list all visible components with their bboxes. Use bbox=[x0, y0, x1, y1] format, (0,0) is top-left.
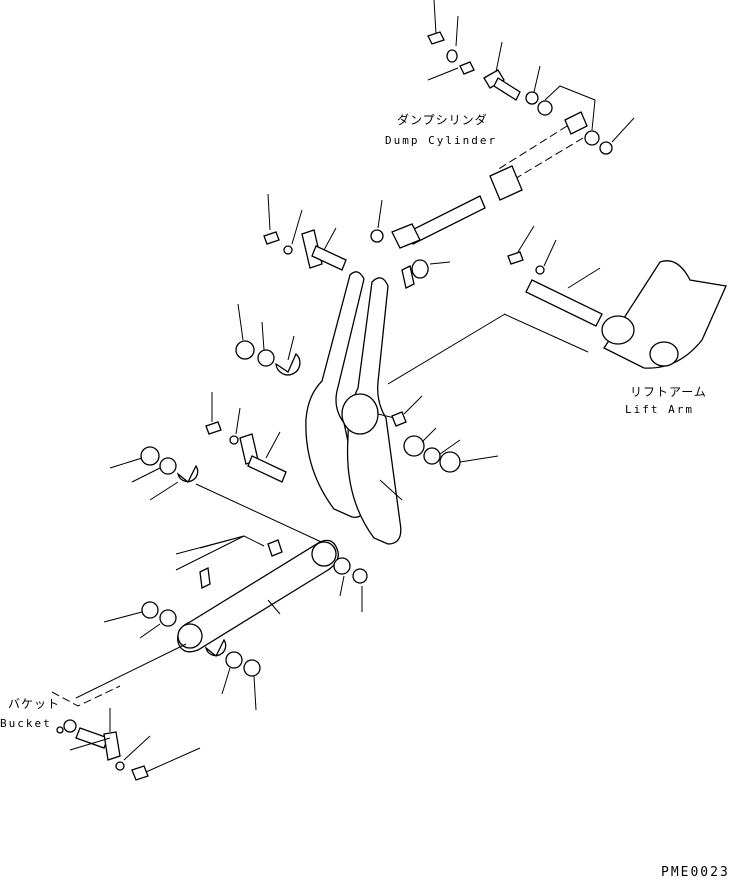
bushing-top-a bbox=[525, 91, 539, 105]
shim-right bbox=[439, 451, 461, 473]
washer-top-c bbox=[599, 141, 613, 155]
lift-arm bbox=[503, 225, 727, 369]
shim-ll-c bbox=[243, 659, 261, 677]
shim-ul bbox=[235, 340, 255, 360]
bushing-ul-a bbox=[257, 349, 275, 367]
bushing-top-b bbox=[537, 100, 553, 116]
bushing-l-a bbox=[159, 457, 177, 475]
bolt-lift bbox=[507, 251, 524, 265]
bushing-right-a bbox=[403, 435, 425, 457]
dump-cylinder-label-en: Dump Cylinder bbox=[385, 134, 498, 147]
bushing-stack-left bbox=[109, 446, 331, 547]
pin-top bbox=[493, 77, 521, 101]
bell-crank bbox=[305, 271, 506, 545]
pin-lower bbox=[247, 455, 287, 483]
bellcrank-lower-pin-group bbox=[205, 392, 499, 483]
bucket-label-jp: バケット bbox=[8, 697, 61, 711]
connecting-link bbox=[175, 535, 368, 653]
bushing-stack-upper-left bbox=[235, 303, 301, 376]
bucket-pin-group bbox=[51, 643, 201, 781]
bell-crank-boss bbox=[341, 393, 379, 435]
bucket-pin bbox=[75, 727, 109, 749]
bushing-stack-lower bbox=[103, 601, 261, 711]
bushing-ll-a bbox=[159, 609, 177, 627]
bushing-ul-b bbox=[275, 352, 301, 376]
lift-arm-label-en: Lift Arm bbox=[625, 403, 694, 416]
dump-cylinder-pin-group bbox=[427, 0, 635, 155]
bushing-right-b bbox=[423, 447, 441, 465]
washer-lower bbox=[229, 435, 239, 445]
washer-lift bbox=[535, 265, 545, 275]
shim-l bbox=[140, 446, 160, 466]
link-eye-upper bbox=[311, 541, 337, 567]
bushing-link-upper bbox=[333, 557, 351, 575]
grease-fitting-link-lower bbox=[199, 567, 211, 589]
bushing-top-c bbox=[584, 130, 600, 146]
lift-arm-boss bbox=[601, 315, 635, 345]
bucket-pin-hole bbox=[63, 719, 77, 733]
bucket-outline bbox=[51, 685, 121, 707]
figure-code: PME0023 bbox=[661, 865, 730, 880]
lift-arm-body bbox=[603, 260, 727, 369]
grease-fitting-mid bbox=[401, 265, 415, 289]
washer-mid bbox=[283, 245, 293, 255]
cylinder-rod-end bbox=[564, 111, 588, 135]
dump-cylinder bbox=[370, 111, 588, 265]
bolt-bucket bbox=[131, 765, 149, 781]
cylinder-bushing bbox=[370, 229, 384, 243]
bushing-ll-b bbox=[204, 638, 227, 658]
shim-link-upper bbox=[352, 568, 368, 584]
grease-fitting-link-upper bbox=[267, 539, 283, 557]
nut-mid bbox=[411, 259, 429, 279]
washer-bucket bbox=[115, 761, 125, 771]
lift-arm-pin bbox=[525, 279, 603, 327]
cylinder-rod bbox=[407, 195, 486, 245]
bucket-pin-hole-small bbox=[56, 726, 64, 734]
shim-ll bbox=[141, 601, 159, 619]
bushing-l-b bbox=[176, 464, 199, 484]
bucket-label-en: Bucket bbox=[0, 717, 52, 730]
dump-cylinder-label-jp: ダンプシリンダ bbox=[397, 113, 488, 127]
bellcrank-top-pin-group bbox=[263, 193, 429, 289]
lift-arm-label-jp: リフトアーム bbox=[630, 385, 707, 399]
pin-plate-top bbox=[483, 69, 505, 89]
cylinder-clevis bbox=[391, 223, 421, 249]
grease-fitting-top bbox=[459, 61, 475, 75]
washer-top bbox=[446, 49, 458, 63]
link-eye-lower bbox=[177, 623, 203, 649]
bucket-pin-plate bbox=[103, 731, 121, 761]
lift-arm-boss-lower bbox=[649, 341, 679, 367]
bolt-lower bbox=[205, 421, 222, 435]
grease-fitting-lower bbox=[391, 411, 407, 427]
bushing-ll-c bbox=[225, 651, 243, 669]
bolt-mid bbox=[263, 231, 280, 245]
cylinder-tube bbox=[489, 165, 523, 201]
pin-mid bbox=[311, 245, 347, 271]
